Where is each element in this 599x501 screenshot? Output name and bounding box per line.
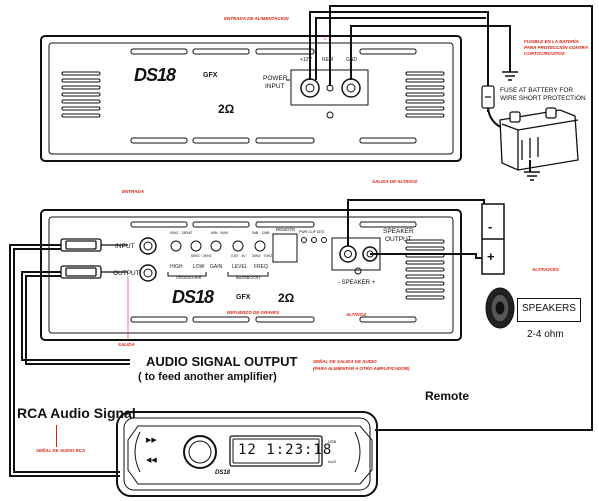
speaker-output-label-1: SPEAKER — [383, 228, 414, 235]
rca-inputs — [60, 238, 128, 279]
terminal-12v: +12V — [300, 57, 312, 63]
power-input-label-2: INPUT — [265, 83, 285, 90]
speaker-wires — [347, 199, 485, 259]
salida-note: SALIDA — [118, 342, 135, 347]
power-input-label-1: POWER — [263, 75, 288, 82]
fuse-note-en-1: FUSE AT BATTERY FOR — [500, 87, 574, 94]
terminal-rem: REM — [322, 57, 334, 63]
speaker-output-label-2: OUTPUT — [385, 236, 412, 243]
led-labels: PWR CLIP DIST — [299, 230, 325, 234]
amplifier-top — [40, 35, 462, 162]
speaker-label-box — [517, 298, 581, 322]
brand-logo-bottom: DS18 — [172, 287, 214, 307]
head-unit-usb: USB — [328, 439, 337, 444]
ohm-top: 2Ω — [218, 102, 235, 116]
knob-scale-2: 50HZ · 2KHZ — [191, 254, 212, 258]
knob-label-freq: FREQ — [254, 264, 268, 270]
rca-audio-signal-title: RCA Audio Signal — [17, 405, 136, 421]
audio-signal-output-title: AUDIO SIGNAL OUTPUT — [146, 354, 298, 369]
ground-symbol-battery — [524, 171, 540, 181]
terminal-block — [481, 203, 505, 275]
altavoz-note: ALTAVOZ — [346, 312, 367, 317]
head-unit: ▶▶ ◀◀ — [116, 411, 378, 497]
knob-label-level: LEVEL — [232, 264, 248, 270]
knob-scale-5: 0dB · 12dB — [252, 231, 270, 235]
speaker-label: SPEAKERS — [522, 303, 576, 314]
fuse-note-en-2: WIRE SHORT PROTECTION — [500, 95, 586, 102]
svg-text:▶▶: ▶▶ — [146, 437, 157, 444]
knob-label-high: HIGH — [170, 264, 183, 270]
speaker-icon — [485, 287, 515, 329]
rca-wires — [9, 244, 130, 477]
crossover-label: CROSSOVER — [176, 275, 202, 280]
knob-scale-4: 0.5V · 4V — [231, 254, 246, 258]
speaker-impedance: 2-4 ohm — [527, 329, 564, 340]
rca-note-pointer — [56, 425, 57, 447]
salida-altavoz-note: SALIDA DE ALTAVOZ — [372, 179, 418, 184]
bassboost-label: BASSBOOST — [236, 275, 261, 280]
power-wires — [309, 5, 593, 431]
speaker-note-es: ALTAVOCES — [532, 267, 559, 272]
speaker-terms-label: - SPEAKER + — [338, 280, 376, 286]
signal-out-note-1: SEÑAL DE SALIDA DE AUDIO — [313, 359, 377, 364]
knob-scale-6: 30HZ · 70HZ — [252, 254, 273, 258]
head-unit-aux: AUX — [328, 459, 337, 464]
fuse-note-es-2: PARA PROTECCIÓN CONTRA — [524, 45, 588, 50]
model-top: GFX — [203, 72, 218, 79]
audio-signal-output-subtitle: ( to feed another amplifier) — [138, 371, 277, 383]
remote-label: Remote — [425, 389, 470, 403]
amplifier-bottom — [40, 209, 462, 341]
ohm-bottom: 2Ω — [278, 291, 295, 305]
terminal-minus: - — [488, 219, 493, 234]
battery — [499, 107, 579, 171]
terminal-gnd: GND — [346, 57, 358, 63]
head-unit-brand: DS18 — [215, 470, 231, 476]
fuse-note-es-1: FUSIBLE EN LA BATERÍA — [524, 39, 579, 44]
input-label: INPUT — [115, 243, 135, 250]
head-unit-display: 12 1:23:18 — [238, 442, 333, 458]
entrada-note: ENTRADA — [122, 189, 144, 194]
knob-label-low: LOW — [193, 264, 205, 270]
refuerzo-note: REFUERZO DE GRAVES — [227, 310, 280, 315]
fuse-note-es-3: CORTOCIRCUITOS — [524, 51, 565, 56]
svg-text:◀◀: ◀◀ — [146, 457, 157, 464]
knob-scale-1: 50HZ · 250HZ — [170, 231, 193, 235]
ground-symbol-top — [502, 71, 518, 81]
model-bottom: GFX — [236, 294, 251, 301]
remote-port-label: REMOTE — [276, 227, 296, 232]
fuse — [481, 85, 495, 109]
knob-label-gain: GAIN — [210, 264, 223, 270]
brand-logo-top: DS18 — [134, 65, 176, 85]
knob-scale-3: MIN · MAX — [211, 231, 229, 235]
rca-note-es: SEÑAL DE AUDIO RCA — [36, 448, 86, 453]
output-label: OUTPUT — [113, 270, 140, 277]
signal-out-note-2: (PARA ALIMENTAR A OTRO AMPLIFICADOR) — [313, 366, 410, 371]
terminal-plus: + — [487, 249, 495, 264]
power-note-es: ENTRADA DE ALIMENTACION — [224, 16, 289, 21]
